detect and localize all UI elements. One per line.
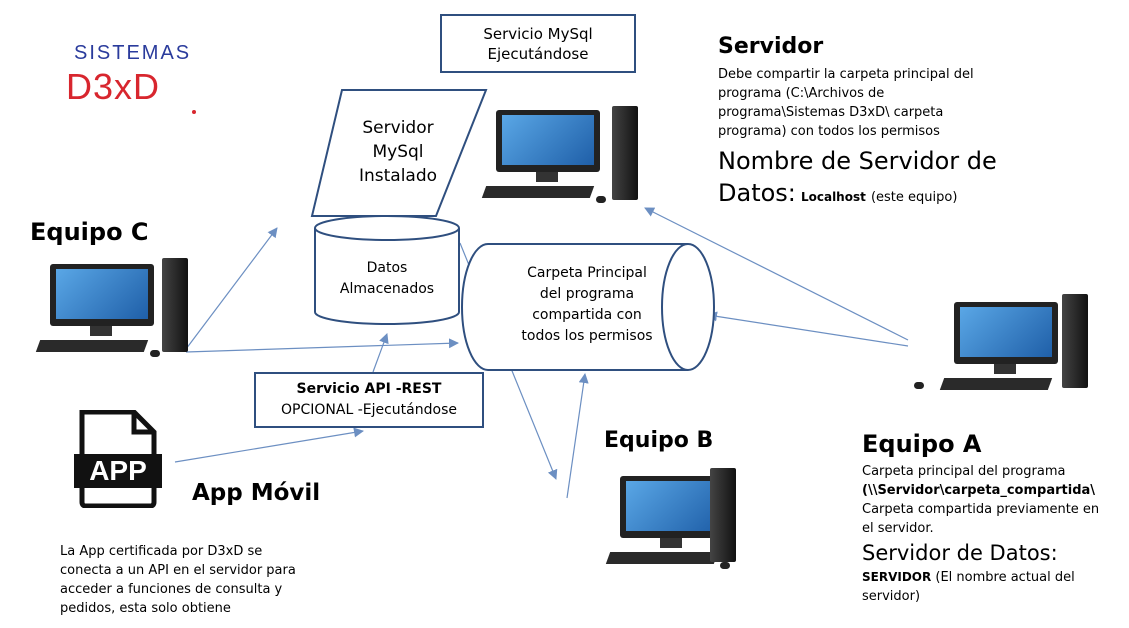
servidor-name-row: Datos: Localhost (este equipo) xyxy=(718,177,1018,214)
server-mysql-line3: Instalado xyxy=(358,166,438,186)
mouse xyxy=(720,562,730,569)
tower xyxy=(710,468,736,562)
computer-equipo-b xyxy=(580,462,760,574)
mouse xyxy=(150,350,160,357)
logo-line1: SISTEMAS xyxy=(74,42,192,64)
logo: SISTEMAS D3xD xyxy=(66,42,206,122)
servidor-desc: Debe compartir la carpeta principal del … xyxy=(718,65,1018,141)
equipo-a-desc: Carpeta principal del programa (\\Servid… xyxy=(862,462,1124,538)
servidor-desc-1: Debe compartir la carpeta principal del xyxy=(718,67,974,82)
monitor xyxy=(496,110,600,172)
equipo-a-line3: Carpeta compartida previamente en xyxy=(862,502,1100,517)
monitor-stand xyxy=(90,326,112,336)
keyboard xyxy=(35,340,149,352)
app-title: App Móvil xyxy=(192,480,321,506)
keyboard xyxy=(939,378,1053,390)
app-desc-4: pedidos, esta solo obtiene xyxy=(60,601,231,616)
mysql-service-line1: Servicio MySql xyxy=(483,24,593,43)
tower xyxy=(162,258,188,352)
keyboard xyxy=(605,552,719,564)
server-mysql-label: Servidor MySql Instalado xyxy=(330,116,466,188)
arrow-app-to-api xyxy=(174,427,364,463)
tower xyxy=(1062,294,1088,388)
equipo-a-info: Equipo A Carpeta principal del programa … xyxy=(862,430,1124,606)
arrow-equipo-c-to-folder xyxy=(185,338,459,353)
servidor-desc-3: programa\Sistemas D3xD\ carpeta xyxy=(718,105,944,120)
mouse xyxy=(596,196,606,203)
api-service-line1: Servicio API -REST xyxy=(296,381,442,397)
servidor-name-value: Localhost xyxy=(800,190,866,204)
equipo-a-note2: servidor) xyxy=(862,589,921,604)
equipo-a-line4: el servidor. xyxy=(862,521,934,536)
arrow-equipo-c-to-server xyxy=(185,227,278,350)
folder-line4: todos los permisos xyxy=(521,328,653,344)
mysql-service-box: Servicio MySql Ejecutándose xyxy=(440,14,636,73)
equipo-c-title: Equipo C xyxy=(30,218,149,246)
monitor-stand xyxy=(660,538,682,548)
monitor xyxy=(620,476,724,538)
arrow-api-to-database xyxy=(372,333,389,373)
screen xyxy=(502,115,594,165)
database-label: Datos Almacenados xyxy=(318,258,456,300)
app-file-icon-shape xyxy=(74,409,162,509)
folder-line3: compartida con xyxy=(532,307,642,323)
folder-line2: del programa xyxy=(539,286,635,302)
keyboard xyxy=(481,186,595,198)
monitor xyxy=(954,302,1058,364)
app-desc-2: conecta a un API en el servidor para xyxy=(60,563,296,578)
equipo-a-value: SERVIDOR xyxy=(862,570,932,584)
server-mysql-line1: Servidor xyxy=(362,118,434,138)
app-file-icon: APP xyxy=(72,409,164,509)
server-mysql-line2: MySql xyxy=(372,142,424,162)
servidor-name-note: (este equipo) xyxy=(870,190,958,205)
logo-line2: D3xD xyxy=(66,66,161,107)
servidor-desc-4: programa) con todos los permisos xyxy=(718,124,940,139)
screen xyxy=(960,307,1052,357)
arrow-equipo-a-to-folder xyxy=(707,311,909,347)
computer-equipo-c xyxy=(12,250,192,362)
servidor-title: Servidor xyxy=(718,34,824,59)
computer-equipo-a xyxy=(914,288,1094,400)
database-line1: Datos xyxy=(366,260,408,276)
equipo-a-line1: Carpeta principal del programa xyxy=(862,464,1066,479)
monitor-stand xyxy=(536,172,558,182)
equipo-a-title: Equipo A xyxy=(862,430,982,458)
folder-line1: Carpeta Principal xyxy=(527,265,647,281)
servidor-name-label2: Datos: xyxy=(718,179,796,207)
monitor-stand xyxy=(994,364,1016,374)
screen xyxy=(56,269,148,319)
equipo-a-value-row: SERVIDOR (El nombre actual del xyxy=(862,568,1124,587)
logo-dot xyxy=(192,110,196,114)
arrow-equipo-a-to-server xyxy=(644,207,909,341)
servidor-name-label: Nombre de Servidor de xyxy=(718,147,997,175)
tower xyxy=(612,106,638,200)
mouse xyxy=(914,382,924,389)
computer-servidor xyxy=(481,96,664,208)
shared-folder-label: Carpeta Principal del programa compartid… xyxy=(492,263,682,347)
api-service-line2: OPCIONAL -Ejecutándose xyxy=(281,402,457,418)
equipo-b-title: Equipo B xyxy=(604,428,714,453)
equipo-a-label: Servidor de Datos: xyxy=(862,541,1058,565)
mysql-service-line2: Ejecutándose xyxy=(487,44,589,63)
database-line2: Almacenados xyxy=(339,281,435,297)
servidor-desc-2: programa (C:\Archivos de xyxy=(718,86,885,101)
equipo-a-note1: (El nombre actual del xyxy=(935,570,1075,585)
app-desc-1: La App certificada por D3xD se xyxy=(60,544,263,559)
app-desc-3: acceder a funciones de consulta y xyxy=(60,582,283,597)
screen xyxy=(626,481,718,531)
servidor-info: Servidor Debe compartir la carpeta princ… xyxy=(718,34,1018,214)
api-service-box: Servicio API -REST OPCIONAL -Ejecutándos… xyxy=(254,372,484,428)
app-icon-text: APP xyxy=(89,455,147,486)
app-description: La App certificada por D3xD se conecta a… xyxy=(60,542,350,618)
equipo-a-line2: (\\Servidor\carpeta_compartida\ xyxy=(862,483,1096,498)
monitor xyxy=(50,264,154,326)
